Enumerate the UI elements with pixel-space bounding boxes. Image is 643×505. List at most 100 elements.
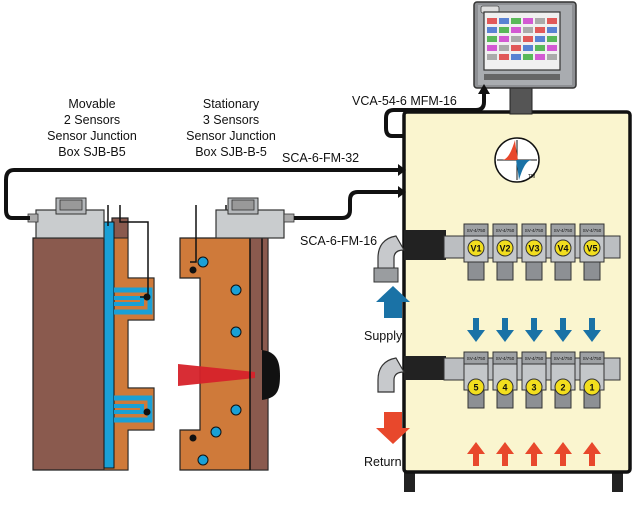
- valve-plate-label: SV-4/750: [496, 228, 515, 233]
- return-manifold: SV-4/7505SV-4/7504SV-4/7503SV-4/7502SV-4…: [377, 351, 621, 409]
- return-valve-badge: [467, 378, 485, 396]
- return-valve-badge: [525, 378, 543, 396]
- elbow-fitting-icon: [377, 235, 406, 273]
- solenoid-valve-icon: SV-4/750 2: [550, 351, 576, 409]
- valve-plate-label: SV-4/750: [467, 356, 486, 361]
- supply-flow-arrow: [496, 318, 514, 342]
- return-flow-arrow: [525, 442, 543, 466]
- supply-valve-badge-label: V5: [586, 244, 597, 254]
- supply-flow-arrow: [583, 318, 601, 342]
- valve-plate-label: SV-4/750: [554, 228, 573, 233]
- stationary-label: Stationary 3 Sensors Sensor Junction Box…: [186, 97, 276, 159]
- valve-plate-label: SV-4/750: [583, 356, 602, 361]
- return-flow-arrow: [467, 442, 485, 466]
- solenoid-valve-icon: SV-4/750 4: [492, 351, 518, 409]
- supply-flow-arrow: [467, 318, 485, 342]
- solenoid-valve-icon: SV-4/750 3: [521, 351, 547, 409]
- supply-flow-arrow: [525, 318, 543, 342]
- supply-valve-badge-label: V1: [470, 244, 481, 254]
- cooling-hole: [230, 404, 242, 416]
- cooling-hole: [197, 454, 209, 466]
- movable-label-line-2: 2 Sensors: [64, 113, 120, 127]
- valve-plate-label: SV-4/750: [467, 228, 486, 233]
- return-valve-badge-label: 3: [531, 383, 536, 393]
- return-valve-badge-label: 1: [589, 383, 594, 393]
- supply-label: Supply: [364, 329, 403, 343]
- valve-plate-label: SV-4/750: [496, 356, 515, 361]
- return-valve-badge: [496, 378, 514, 396]
- supply-flow-arrows: [467, 318, 601, 342]
- cooling-hole: [230, 284, 242, 296]
- supply-valve-badge-label: V4: [557, 244, 568, 254]
- brand-logo-icon: TM: [494, 137, 540, 183]
- cabinet-leg-right: [612, 466, 623, 492]
- supply-manifold: SV-4/750V1SV-4/750V2SV-4/750V3SV-4/750V4…: [373, 223, 621, 283]
- cooling-hole: [197, 256, 209, 268]
- supply-valve-badge: [583, 239, 601, 257]
- return-valve-badge: [583, 378, 601, 396]
- return-arrow-main: [376, 412, 410, 444]
- stationary-label-line-2: 3 Sensors: [203, 113, 259, 127]
- logo-mark: TM: [528, 174, 535, 180]
- cabinet-leg-left: [404, 466, 415, 492]
- return-valve-badge: [554, 378, 572, 396]
- movable-cable-line: [4, 168, 398, 220]
- stationary-sensor-wires: [249, 222, 263, 470]
- cooling-hole: [210, 426, 222, 438]
- cooling-hole: [230, 326, 242, 338]
- solenoid-valve-icon: SV-4/750 1: [579, 351, 605, 409]
- return-flow-arrow: [583, 442, 601, 466]
- movable-mold: [32, 205, 155, 471]
- movable-label-line-4: Box SJB-B5: [58, 145, 125, 159]
- cables: [4, 84, 490, 220]
- return-valve-badge-label: 4: [502, 383, 507, 393]
- valve-plate-label: SV-4/750: [525, 228, 544, 233]
- sensor-junction-box-icon: [215, 197, 295, 239]
- solenoid-valve-icon: SV-4/750 5: [463, 351, 489, 409]
- return-flow-arrows: [467, 442, 601, 466]
- sprue-bushing: [262, 350, 280, 400]
- return-label: Return: [364, 455, 402, 469]
- movable-main-channel: [103, 221, 115, 469]
- return-flow-arrow: [554, 442, 572, 466]
- stationary-label-line-1: Stationary: [203, 97, 260, 111]
- valve-plate-label: SV-4/750: [554, 356, 573, 361]
- stationary-cable-line: [294, 190, 398, 220]
- return-valve-badge-label: 5: [473, 383, 478, 393]
- supply-valve-badge: [496, 239, 514, 257]
- movable-sensor: [143, 408, 151, 416]
- stationary-label-line-4: Box SJB-B-5: [195, 145, 267, 159]
- supply-flow-arrow: [554, 318, 572, 342]
- movable-label-line-3: Sensor Junction: [47, 129, 137, 143]
- cooling-holes: [197, 256, 242, 466]
- monitor-cable-line: [384, 92, 486, 138]
- supply-valve-badge: [554, 239, 572, 257]
- monitor-cable-label: VCA-54-6 MFM-16: [352, 94, 457, 108]
- stationary-cable-label: SCA-6-FM-16: [300, 234, 377, 248]
- valve-plate-label: SV-4/750: [583, 228, 602, 233]
- sprue-cone: [178, 364, 255, 386]
- valve-plate-label: SV-4/750: [525, 356, 544, 361]
- sensor-junction-box-icon: [27, 197, 105, 239]
- supply-valve-badge-label: V3: [528, 244, 539, 254]
- supply-arrow-main: [376, 286, 410, 318]
- movable-label: Movable 2 Sensors Sensor Junction Box SJ…: [47, 97, 137, 159]
- stationary-mold: [178, 205, 280, 471]
- movable-cable-label: SCA-6-FM-32: [282, 151, 359, 165]
- elbow-fitting-icon: [377, 357, 406, 393]
- monitor: [473, 1, 577, 115]
- return-flow-arrow: [496, 442, 514, 466]
- return-valve-badge-label: 2: [560, 383, 565, 393]
- movable-sensor: [143, 293, 151, 301]
- supply-valve-badge: [525, 239, 543, 257]
- supply-valve-badge: [467, 239, 485, 257]
- movable-label-line-1: Movable: [68, 97, 115, 111]
- supply-valve-badge-label: V2: [499, 244, 510, 254]
